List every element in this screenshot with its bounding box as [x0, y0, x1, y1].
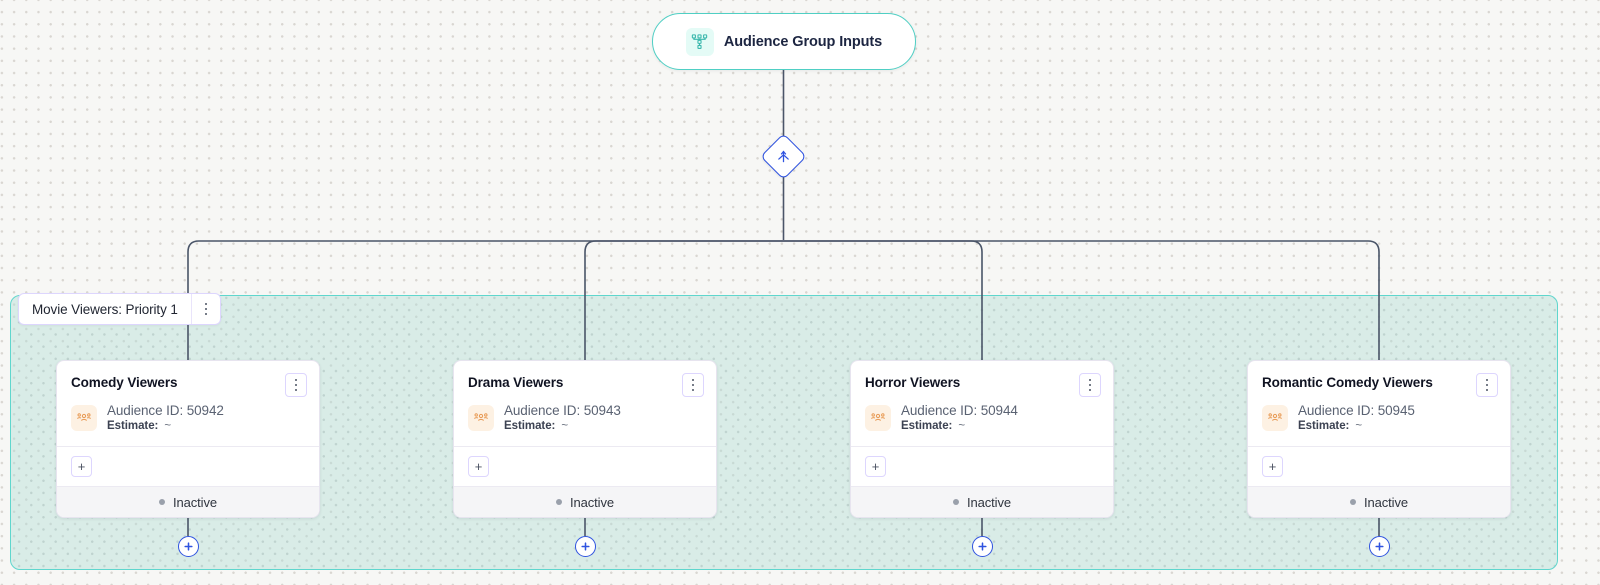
audience-id: Audience ID: 50942 [107, 403, 224, 418]
split-branch-icon [767, 140, 800, 173]
card-header: Romantic Comedy Viewers [1248, 361, 1510, 397]
estimate-label: Estimate: [107, 420, 159, 432]
estimate-value: ~ [1355, 420, 1362, 432]
status-text: Inactive [569, 494, 614, 510]
audience-people-icon [865, 404, 891, 431]
card-kebab-menu-icon[interactable] [682, 373, 704, 397]
card-title: Drama Viewers [468, 375, 564, 390]
card-header: Comedy Viewers [57, 361, 319, 397]
status-text: Inactive [966, 494, 1011, 510]
estimate-label: Estimate: [504, 420, 556, 432]
audience-people-icon [71, 404, 97, 431]
audience-id: Audience ID: 50944 [901, 403, 1018, 418]
card-header: Horror Viewers [851, 361, 1113, 397]
split-node[interactable] [760, 133, 807, 180]
add-condition-button[interactable]: + [1262, 456, 1283, 477]
card-add-row: + [57, 446, 319, 486]
status-dot-icon [158, 499, 165, 505]
top-node-title: Audience Group Inputs [723, 33, 883, 50]
estimate-value: ~ [561, 420, 568, 432]
audience-card[interactable]: Comedy Viewers Audience ID: 50942 E [56, 360, 320, 518]
group-label-chip[interactable]: Movie Viewers: Priority 1 [18, 293, 221, 325]
estimate-row: Estimate: ~ [901, 420, 1018, 432]
status-badge: Inactive [57, 486, 319, 517]
audience-id: Audience ID: 50943 [504, 403, 621, 418]
status-dot-icon [1349, 499, 1356, 505]
status-text: Inactive [172, 494, 217, 510]
audience-group-inputs-node[interactable]: Audience Group Inputs [652, 13, 916, 70]
estimate-row: Estimate: ~ [1298, 420, 1415, 432]
card-header: Drama Viewers [454, 361, 716, 397]
status-badge: Inactive [454, 486, 716, 517]
status-text: Inactive [1363, 494, 1408, 510]
estimate-value: ~ [164, 420, 171, 432]
card-kebab-menu-icon[interactable] [1079, 373, 1101, 397]
card-kebab-menu-icon[interactable] [285, 373, 307, 397]
add-condition-button[interactable]: + [865, 456, 886, 477]
status-dot-icon [555, 499, 562, 505]
card-body: Audience ID: 50943 Estimate: ~ [454, 397, 716, 446]
add-condition-button[interactable]: + [71, 456, 92, 477]
card-add-row: + [1248, 446, 1510, 486]
card-body: Audience ID: 50944 Estimate: ~ [851, 397, 1113, 446]
estimate-row: Estimate: ~ [504, 420, 621, 432]
status-badge: Inactive [1248, 486, 1510, 517]
add-node-button[interactable] [178, 536, 199, 557]
estimate-value: ~ [958, 420, 965, 432]
add-node-button[interactable] [1369, 536, 1390, 557]
card-body: Audience ID: 50945 Estimate: ~ [1248, 397, 1510, 446]
audience-card[interactable]: Romantic Comedy Viewers Audience ID: 509… [1247, 360, 1511, 518]
audience-card[interactable]: Horror Viewers Audience ID: 50944 E [850, 360, 1114, 518]
add-node-button[interactable] [972, 536, 993, 557]
estimate-label: Estimate: [901, 420, 953, 432]
status-badge: Inactive [851, 486, 1113, 517]
audience-id: Audience ID: 50945 [1298, 403, 1415, 418]
card-title: Romantic Comedy Viewers [1262, 375, 1433, 390]
audience-people-icon [1262, 404, 1288, 431]
estimate-row: Estimate: ~ [107, 420, 224, 432]
card-title: Comedy Viewers [71, 375, 178, 390]
card-add-row: + [454, 446, 716, 486]
estimate-label: Estimate: [1298, 420, 1350, 432]
audience-people-icon [468, 404, 494, 431]
card-add-row: + [851, 446, 1113, 486]
card-kebab-menu-icon[interactable] [1476, 373, 1498, 397]
group-kebab-menu-icon[interactable] [190, 294, 220, 324]
group-label-text: Movie Viewers: Priority 1 [32, 301, 178, 317]
audience-card[interactable]: Drama Viewers Audience ID: 50943 Es [453, 360, 717, 518]
status-dot-icon [952, 499, 959, 505]
card-title: Horror Viewers [865, 375, 961, 390]
add-condition-button[interactable]: + [468, 456, 489, 477]
audience-network-icon [685, 27, 714, 56]
card-body: Audience ID: 50942 Estimate: ~ [57, 397, 319, 446]
add-node-button[interactable] [575, 536, 596, 557]
